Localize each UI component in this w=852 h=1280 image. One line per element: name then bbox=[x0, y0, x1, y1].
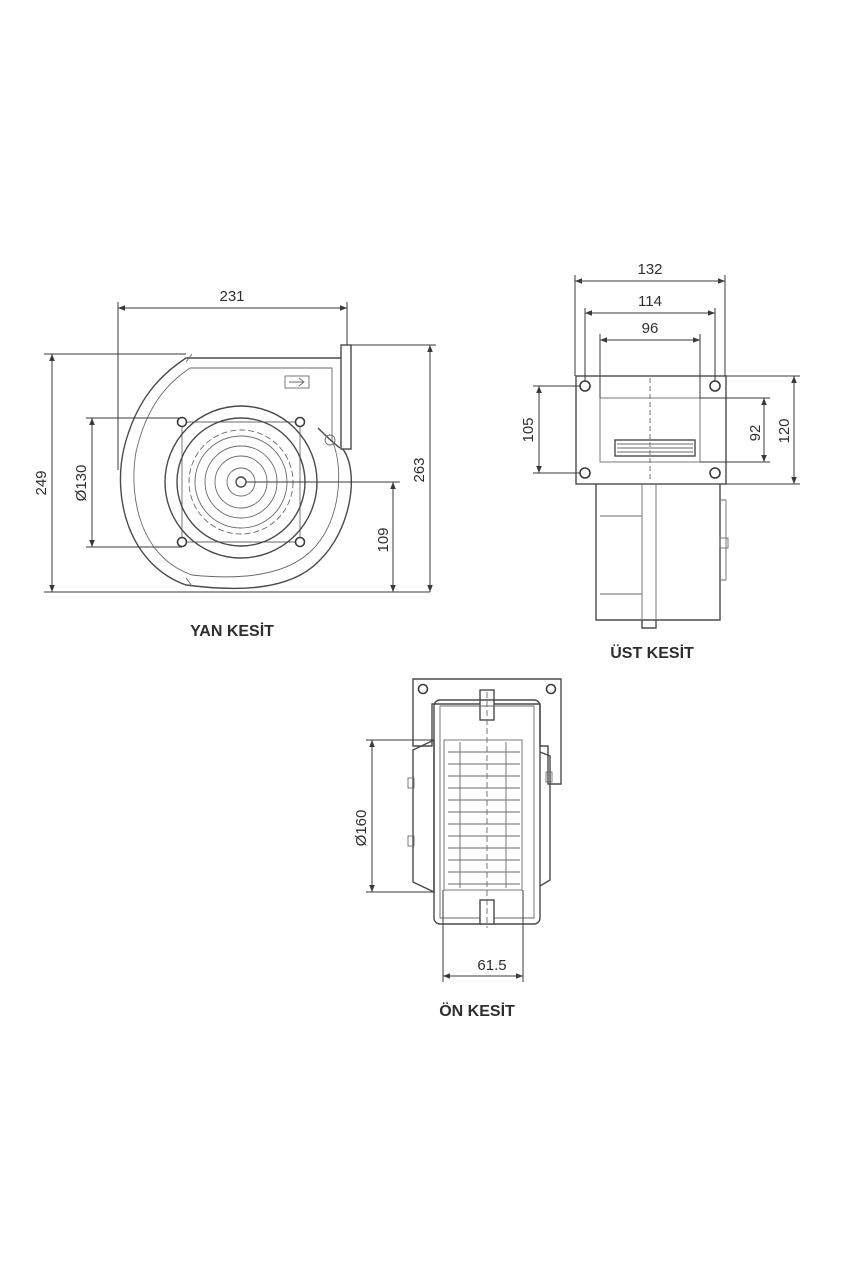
side-view-caption: YAN KESİT bbox=[190, 622, 274, 640]
top-dim-outer-height: 120 bbox=[776, 418, 793, 443]
top-body-lug bbox=[719, 537, 729, 549]
front-hole-left bbox=[417, 683, 429, 695]
side-airflow-arrow-icon bbox=[289, 377, 305, 387]
top-hole-tr bbox=[709, 380, 721, 392]
side-pads bbox=[185, 353, 193, 587]
side-airflow-plate bbox=[284, 375, 310, 389]
side-outlet-flange bbox=[340, 344, 352, 450]
front-body-inner bbox=[439, 705, 535, 919]
side-outlet-lip bbox=[317, 427, 341, 449]
front-right-bracket bbox=[539, 751, 551, 887]
side-bolt-tr bbox=[294, 416, 306, 428]
top-dim-inner-width: 96 bbox=[642, 320, 659, 337]
top-dim-inner-height: 92 bbox=[747, 425, 764, 442]
top-view-caption: ÜST KESİT bbox=[610, 643, 694, 662]
top-hole-tl bbox=[579, 380, 591, 392]
front-side-cover bbox=[412, 738, 435, 894]
front-hole-right bbox=[545, 683, 557, 695]
top-dim-outer-width: 132 bbox=[637, 261, 662, 278]
front-impeller-rims bbox=[459, 742, 507, 888]
top-damper-lines bbox=[617, 443, 693, 453]
front-impeller-blades bbox=[448, 751, 520, 885]
side-housing-inner bbox=[133, 367, 340, 578]
top-hole-bl bbox=[579, 467, 591, 479]
front-dim-diameter: Ø160 bbox=[353, 810, 370, 847]
side-bolt-bl bbox=[176, 536, 188, 548]
front-impeller bbox=[443, 739, 523, 891]
side-dim-height-right: 263 bbox=[411, 457, 428, 482]
side-dim-width: 231 bbox=[219, 288, 244, 305]
side-outlet-bolt bbox=[324, 434, 336, 446]
side-bolt-tl bbox=[176, 416, 188, 428]
front-side-lug-1 bbox=[407, 777, 415, 789]
side-dim-diameter: Ø130 bbox=[73, 465, 90, 502]
top-dim-mid-width: 114 bbox=[638, 293, 662, 310]
top-hole-br bbox=[709, 467, 721, 479]
side-shaft bbox=[235, 476, 247, 488]
top-flange-plate bbox=[575, 375, 727, 485]
front-view: Ø160 61.5 ÖN KESİT bbox=[353, 678, 562, 1020]
front-side-lug-2 bbox=[407, 835, 415, 847]
front-right-lug bbox=[545, 771, 553, 783]
front-view-caption: ÖN KESİT bbox=[439, 1001, 515, 1020]
top-body-foot bbox=[641, 620, 657, 629]
side-bolt-br bbox=[294, 536, 306, 548]
top-dim-hole-spacing: 105 bbox=[520, 417, 537, 442]
side-housing-outline bbox=[119, 357, 353, 590]
top-body-rib bbox=[720, 499, 727, 581]
side-view: 231 249 Ø130 263 109 YAN KESİT bbox=[33, 288, 436, 640]
top-view: 132 114 96 105 92 120 ÜST KESİT bbox=[520, 261, 800, 662]
side-dim-shaft-height: 109 bbox=[375, 527, 392, 552]
front-dim-width: 61.5 bbox=[477, 957, 506, 974]
side-dim-height-left: 249 bbox=[33, 470, 50, 495]
top-body bbox=[595, 484, 721, 621]
